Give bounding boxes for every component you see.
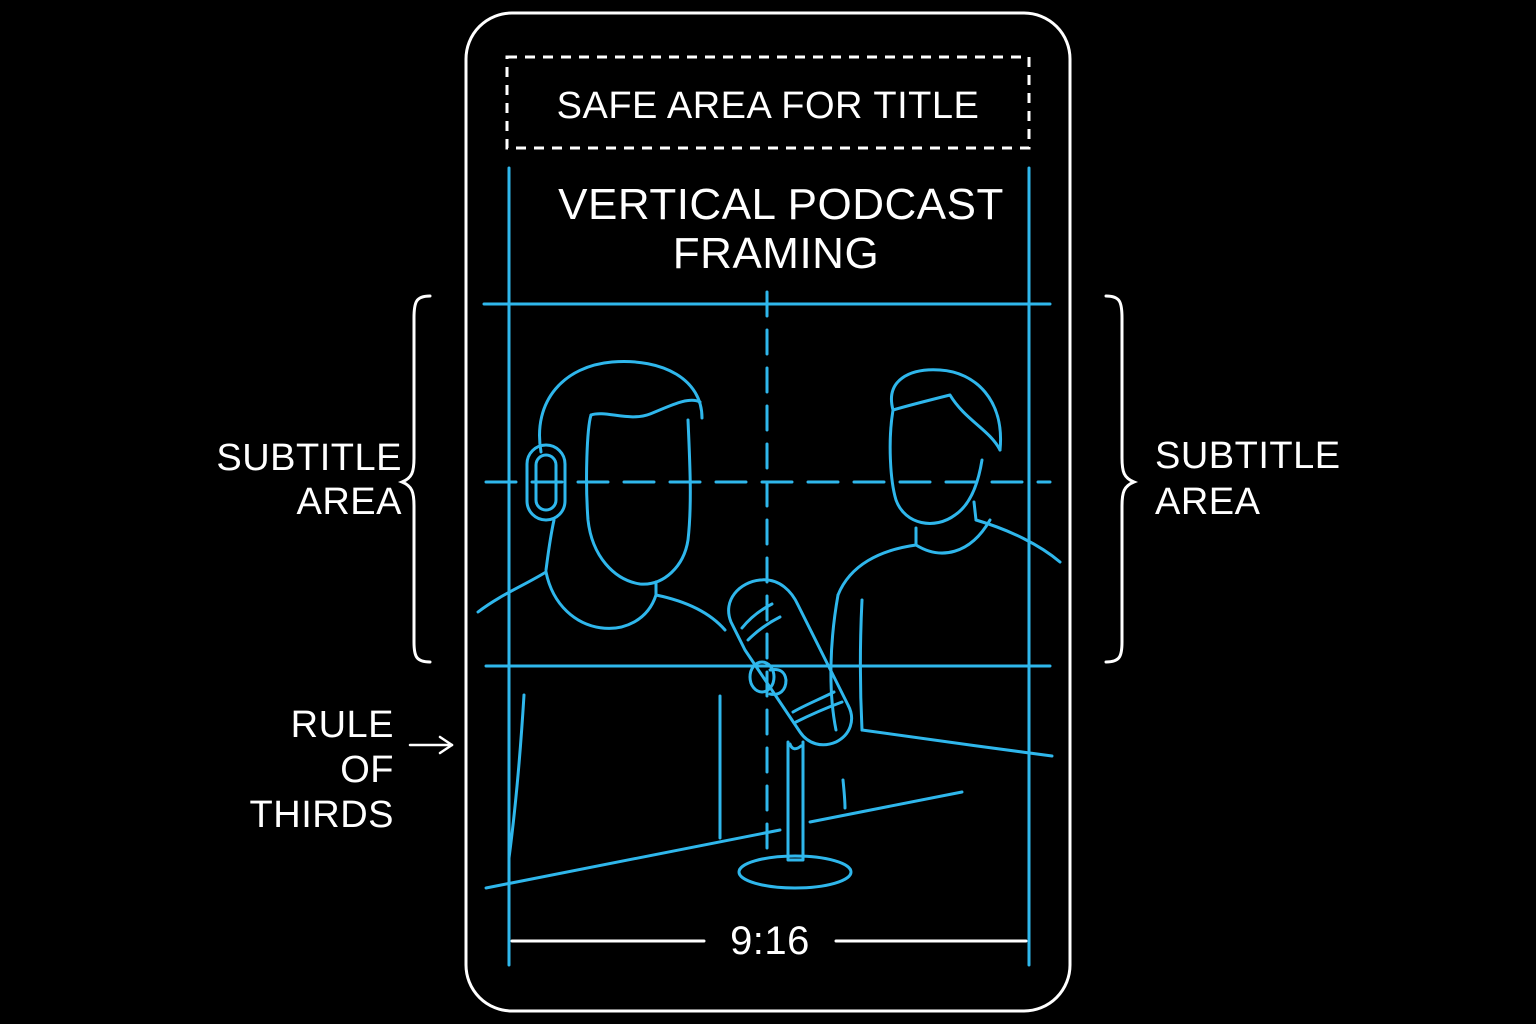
- guide-lines: [482, 166, 1052, 967]
- right-subtitle-label-line1: SUBTITLE: [1155, 435, 1341, 477]
- right-subtitle-brace-icon: [1104, 294, 1139, 664]
- desk-lines: [484, 790, 964, 890]
- arrow-right-icon: [408, 735, 454, 755]
- main-title-line2: FRAMING: [673, 229, 879, 278]
- rule-of-thirds-label-line3: THIRDS: [250, 794, 394, 836]
- microphone-icon: [727, 578, 853, 890]
- left-subtitle-brace-icon: [397, 294, 432, 664]
- host-with-headphones-icon: [476, 360, 727, 860]
- rule-of-thirds-label-line2: OF: [340, 749, 394, 791]
- title-safe-area-box: [505, 55, 1031, 150]
- main-title-line1: VERTICAL PODCAST: [558, 180, 1004, 229]
- phone-frame: [464, 11, 1072, 1013]
- left-subtitle-label-line2: AREA: [297, 481, 403, 523]
- title-safe-area-label: SAFE AREA FOR TITLE: [557, 85, 980, 127]
- right-subtitle-label-line2: AREA: [1155, 481, 1261, 523]
- aspect-ratio-label: 9:16: [730, 919, 810, 963]
- guest-person-icon: [829, 368, 1062, 810]
- rule-of-thirds-label-line1: RULE: [291, 704, 394, 746]
- left-subtitle-label-line1: SUBTITLE: [216, 437, 402, 479]
